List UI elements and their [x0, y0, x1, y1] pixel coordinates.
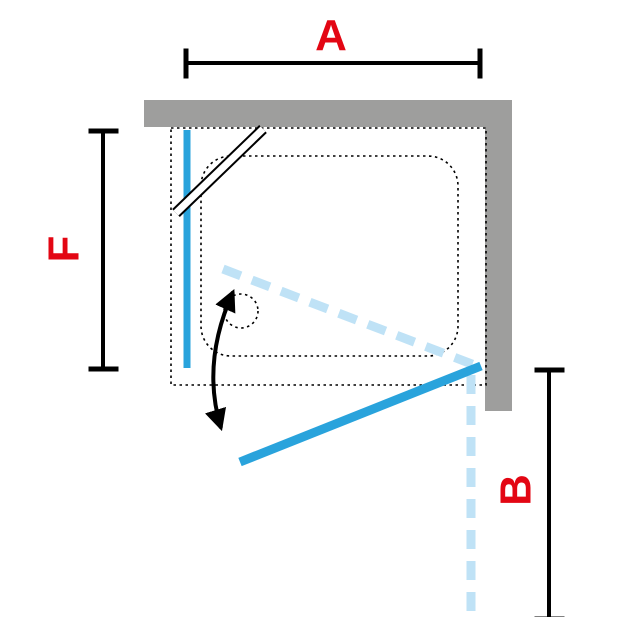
- dimension-b: B: [492, 367, 565, 617]
- walls: [144, 100, 512, 411]
- dimension-b-label: B: [492, 474, 541, 506]
- pivot-panel-outline: [172, 125, 267, 217]
- enclosure-outline: [170, 127, 487, 386]
- dimension-a: A: [183, 11, 483, 79]
- dimension-f: F: [40, 128, 119, 372]
- shower-tray-outline: [200, 155, 459, 357]
- dimension-f-label: F: [40, 236, 89, 263]
- door-closed-position-dashed: [221, 264, 479, 371]
- right-wall: [485, 127, 512, 411]
- pivot-panel-outline-fill: [173, 126, 266, 216]
- drain-circle: [223, 293, 259, 329]
- door-open-solid: [238, 361, 483, 467]
- dimension-a-label: A: [315, 11, 347, 60]
- top-wall: [144, 100, 512, 127]
- swing-arrow: [204, 288, 236, 432]
